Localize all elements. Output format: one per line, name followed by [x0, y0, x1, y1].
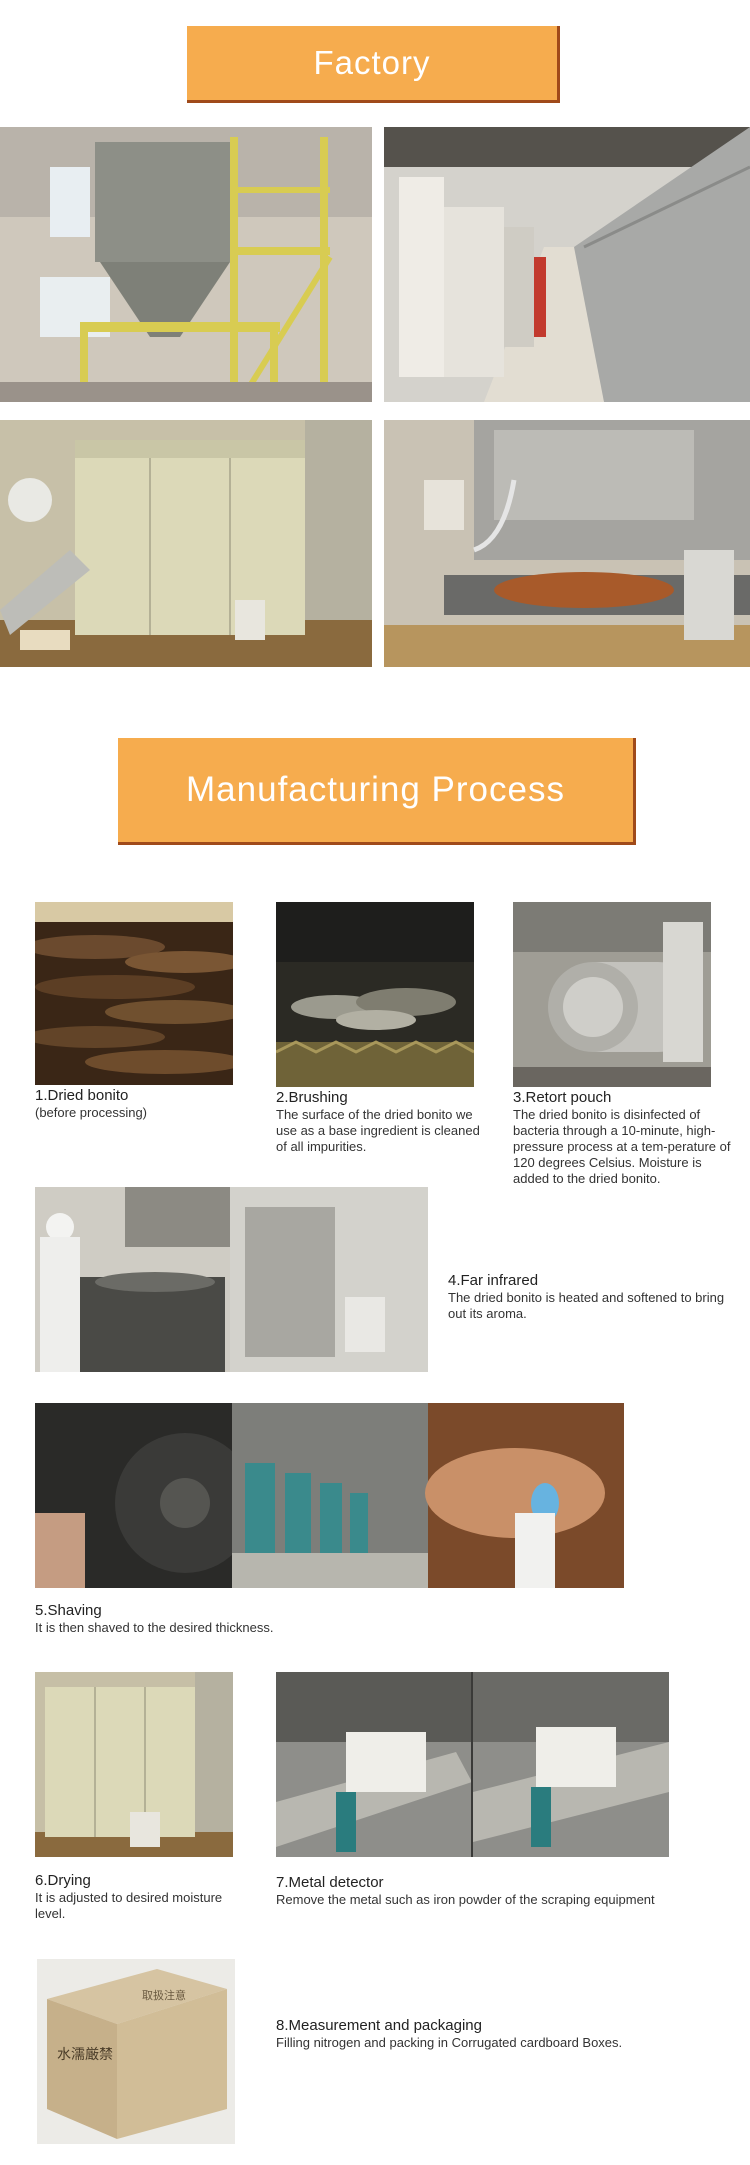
factory-banner: Factory	[187, 26, 560, 103]
step7-title: 7.Metal detector	[276, 1874, 384, 1891]
factory-photo-conveyor	[384, 420, 750, 667]
step8-title: 8.Measurement and packaging	[276, 2017, 482, 2034]
step1-photo-dried-bonito	[35, 902, 233, 1085]
step1-desc: (before processing)	[35, 1105, 147, 1120]
step4-desc: The dried bonito is heated and softened …	[448, 1290, 725, 1321]
step8-caption: 8.Measurement and packaging Filling nitr…	[276, 2017, 686, 2051]
step5-photo-shaving	[35, 1403, 624, 1588]
step6-photo-drying	[35, 1672, 233, 1857]
step6-caption: 6.Drying It is adjusted to desired moist…	[35, 1872, 235, 1922]
step1-caption: 1.Dried bonito (before processing)	[35, 1087, 235, 1121]
step4-title: 4.Far infrared	[448, 1272, 539, 1289]
step3-photo-retort	[513, 902, 711, 1087]
step5-desc: It is then shaved to the desired thickne…	[35, 1620, 274, 1635]
step4-photo-far-infrared	[35, 1187, 428, 1372]
step4-caption: 4.Far infrared The dried bonito is heate…	[448, 1272, 728, 1322]
step3-title: 3.Retort pouch	[513, 1089, 612, 1106]
step8-desc: Filling nitrogen and packing in Corrugat…	[276, 2035, 623, 2050]
box-side-label: 水濡厳禁	[57, 2047, 113, 2063]
step5-title: 5.Shaving	[35, 1602, 102, 1619]
factory-photo-dryer	[0, 420, 372, 667]
factory-banner-title: Factory	[313, 44, 431, 81]
process-banner-title: Manufacturing Process	[186, 770, 565, 809]
step7-caption: 7.Metal detector Remove the metal such a…	[276, 1874, 686, 1908]
step3-desc: The dried bonito is disinfected of bacte…	[513, 1107, 731, 1186]
step2-photo-brushing	[276, 902, 474, 1087]
step2-caption: 2.Brushing The surface of the dried boni…	[276, 1089, 486, 1155]
step8-photo-cardboard-box: 取扱注意 水濡厳禁	[37, 1959, 235, 2144]
step5-caption: 5.Shaving It is then shaved to the desir…	[35, 1602, 435, 1636]
process-banner: Manufacturing Process	[118, 738, 636, 845]
step1-title: 1.Dried bonito	[35, 1087, 129, 1104]
step6-desc: It is adjusted to desired moisture level…	[35, 1890, 223, 1921]
box-top-label: 取扱注意	[142, 1988, 186, 2002]
step7-photo-metal-detector	[276, 1672, 669, 1857]
factory-photo-corridor	[384, 127, 750, 402]
factory-photo-hopper	[0, 127, 372, 402]
step2-title: 2.Brushing	[276, 1089, 348, 1106]
step6-title: 6.Drying	[35, 1872, 91, 1889]
step3-caption: 3.Retort pouch The dried bonito is disin…	[513, 1089, 738, 1187]
step7-desc: Remove the metal such as iron powder of …	[276, 1892, 655, 1907]
step2-desc: The surface of the dried bonito we use a…	[276, 1107, 480, 1154]
